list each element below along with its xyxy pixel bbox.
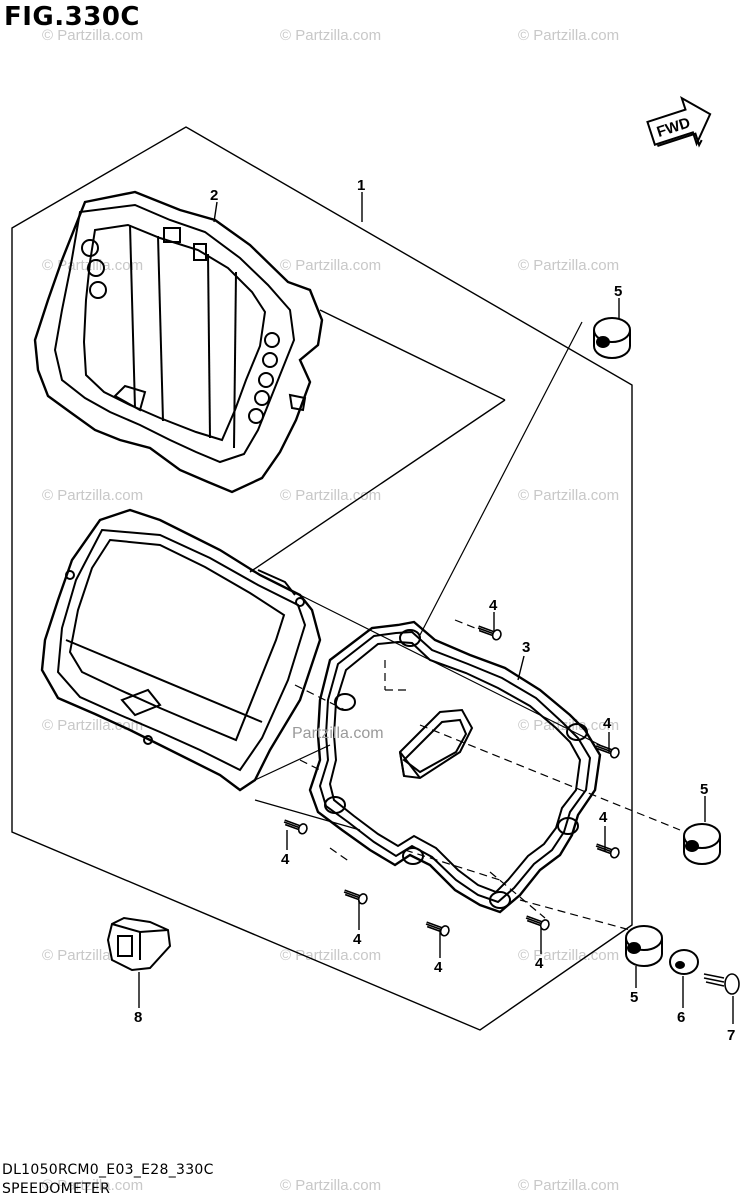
screw-icon bbox=[595, 843, 620, 859]
callout-5: 5 bbox=[614, 283, 622, 300]
callout-4: 4 bbox=[603, 715, 612, 732]
leader-line bbox=[254, 744, 331, 781]
grommet-icon bbox=[683, 823, 721, 865]
meter-body bbox=[40, 508, 322, 792]
leader-line bbox=[254, 799, 361, 831]
connector-icon bbox=[106, 916, 172, 972]
callout-8: 8 bbox=[134, 1009, 142, 1026]
assembly-outline bbox=[11, 126, 633, 1031]
callout-5: 5 bbox=[700, 781, 708, 798]
screw-icon bbox=[477, 625, 502, 641]
watermark: © Partzilla.com bbox=[280, 947, 381, 964]
callout-4: 4 bbox=[353, 931, 362, 948]
cover-leader bbox=[249, 399, 506, 573]
watermark: © Partzilla.com bbox=[518, 717, 619, 734]
grommet-icon bbox=[625, 925, 663, 967]
washer-icon bbox=[669, 949, 699, 975]
callout-4: 4 bbox=[434, 959, 443, 976]
watermark: © Partzilla.com bbox=[280, 27, 381, 44]
leader-line bbox=[249, 569, 601, 746]
callout-4: 4 bbox=[535, 955, 544, 972]
screw-icon bbox=[283, 819, 308, 835]
watermark: © Partzilla.com bbox=[518, 27, 619, 44]
watermark: © Partzilla.com bbox=[280, 487, 381, 504]
callout-7: 7 bbox=[727, 1027, 735, 1044]
callout-4: 4 bbox=[599, 809, 608, 826]
bolt-icon bbox=[703, 973, 740, 995]
watermark: © Partzilla.com bbox=[42, 717, 143, 734]
callout-1: 1 bbox=[357, 177, 365, 194]
screw-icon bbox=[425, 921, 450, 937]
callout-3: 3 bbox=[522, 639, 530, 656]
watermark: © Partzilla.com bbox=[42, 487, 143, 504]
watermark: © Partzilla.com bbox=[42, 1177, 143, 1194]
fwd-arrow-icon: FWD bbox=[646, 95, 712, 148]
watermark: © Partzilla.com bbox=[280, 1177, 381, 1194]
diagram-caption: SPEEDOMETER bbox=[2, 1181, 111, 1197]
figure-title: FIG.330C bbox=[4, 2, 141, 32]
grommet-icon bbox=[593, 317, 631, 359]
watermark: © Partzilla.com bbox=[518, 1177, 619, 1194]
meter-cover bbox=[33, 190, 324, 494]
sensor-lens bbox=[398, 708, 474, 780]
diagram-code: DL1050RCM0_E03_E28_330C bbox=[2, 1162, 214, 1178]
cover-leader bbox=[319, 309, 506, 401]
watermark: © Partzilla.com bbox=[280, 257, 381, 274]
watermark-center: Partzilla.com bbox=[292, 725, 384, 742]
callout-5: 5 bbox=[630, 989, 638, 1006]
callout-4: 4 bbox=[281, 851, 290, 868]
meter-housing-frame bbox=[308, 620, 602, 914]
leader-line bbox=[419, 321, 583, 636]
callout-2: 2 bbox=[210, 187, 218, 204]
screw-icon bbox=[525, 915, 550, 931]
callout-4: 4 bbox=[489, 597, 498, 614]
watermark: © Partzilla.com bbox=[42, 257, 143, 274]
watermark: © Partzilla.com bbox=[42, 27, 143, 44]
screw-icon bbox=[343, 889, 368, 905]
watermark: © Partzilla.com bbox=[518, 487, 619, 504]
callout-leaders bbox=[138, 192, 734, 1024]
callout-6: 6 bbox=[677, 1009, 685, 1026]
alignment-lines bbox=[294, 619, 681, 931]
watermark: © Partzilla.com bbox=[518, 947, 619, 964]
watermark: © Partzilla.com bbox=[518, 257, 619, 274]
